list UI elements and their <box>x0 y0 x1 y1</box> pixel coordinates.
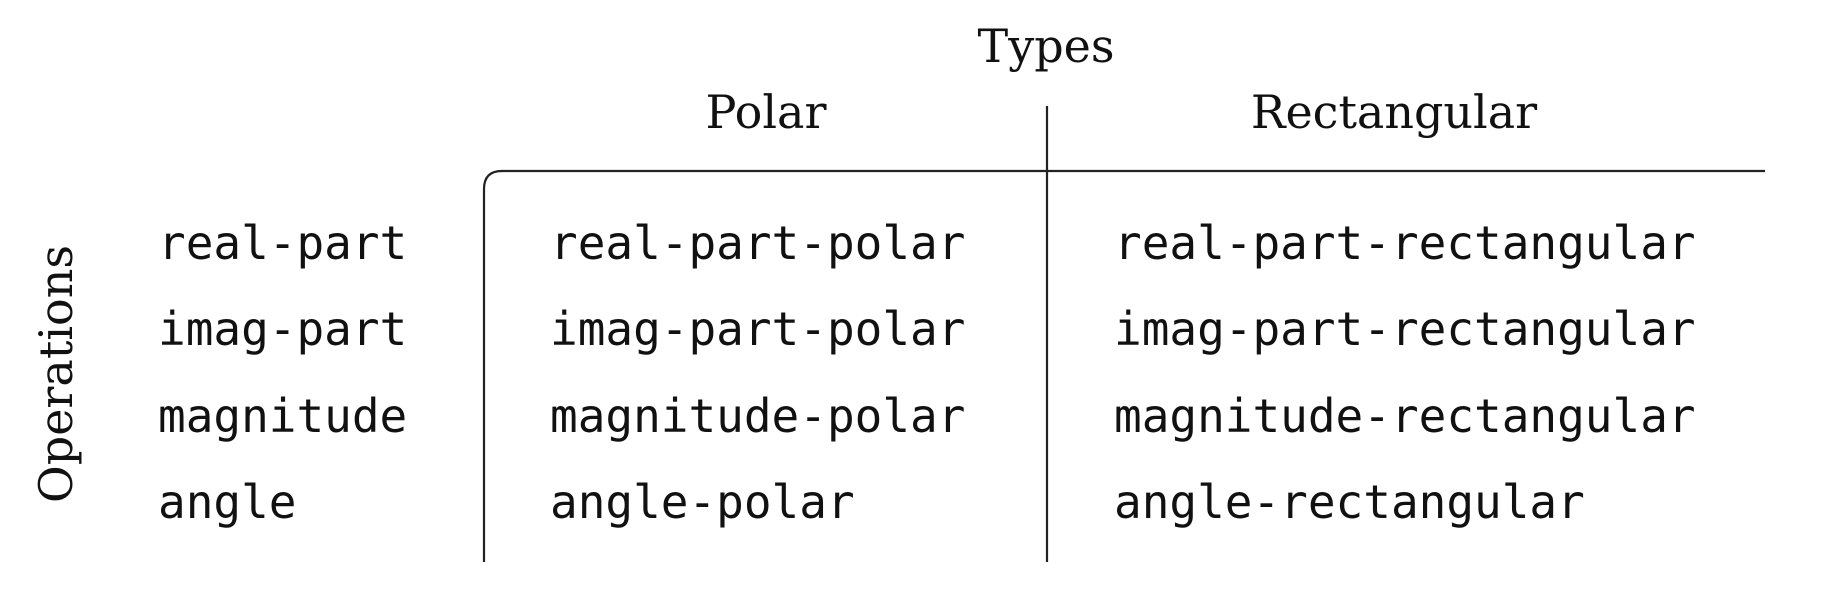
column-header-rectangular: Rectangular <box>1250 85 1538 139</box>
types-title: Types <box>977 19 1115 73</box>
cell-real-part-rectangular: real-part-rectangular <box>1114 216 1696 270</box>
row-label-imag-part: imag-part <box>158 302 408 356</box>
operations-title: Operations <box>29 245 83 503</box>
row-label-angle: angle <box>158 475 297 529</box>
cell-magnitude-rectangular: magnitude-rectangular <box>1114 389 1696 443</box>
table-frame-corner-line <box>482 169 1765 562</box>
cell-real-part-polar: real-part-polar <box>550 216 966 270</box>
cell-imag-part-rectangular: imag-part-rectangular <box>1114 302 1696 356</box>
column-header-polar: Polar <box>705 85 827 139</box>
row-label-real-part: real-part <box>158 216 408 270</box>
cell-angle-rectangular: angle-rectangular <box>1114 475 1585 529</box>
cell-imag-part-polar: imag-part-polar <box>550 302 966 356</box>
cell-magnitude-polar: magnitude-polar <box>550 389 966 443</box>
row-label-magnitude: magnitude <box>158 389 408 443</box>
cell-angle-polar: angle-polar <box>550 475 855 529</box>
